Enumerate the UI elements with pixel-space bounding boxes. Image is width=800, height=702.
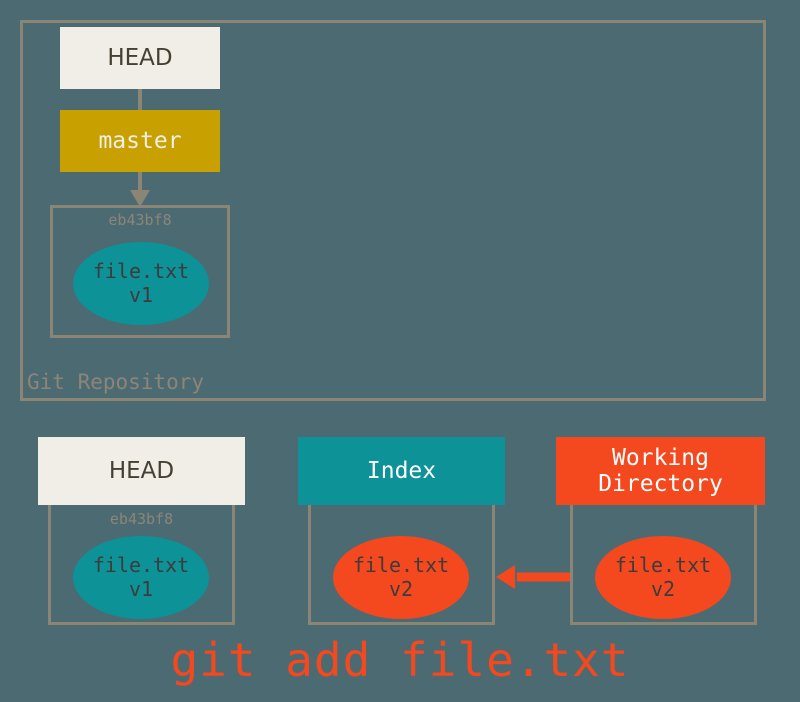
head-area-header[interactable]: HEAD [38,437,245,505]
head-area-blob-filename: file.txt [92,552,190,577]
repo-commit-sha: eb43bf8 [108,211,172,229]
command-caption: git add file.txt [170,633,630,687]
repo-commit-blob[interactable]: file.txt v1 [73,242,209,325]
index-area-header-label: Index [366,457,437,484]
repo-head-box[interactable]: HEAD [60,27,220,89]
working-directory-blob-filename: file.txt [614,552,712,577]
index-area-blob[interactable]: file.txt v2 [333,536,469,619]
working-directory-area-header[interactable]: Working Directory [556,437,765,505]
index-area-header[interactable]: Index [298,437,505,505]
git-repository-frame [20,20,766,401]
index-area-frame [308,502,495,625]
index-area-blob-filename: file.txt [352,552,450,577]
repo-branch-master-label: master [98,127,182,154]
working-directory-header-line1: Working [612,444,709,471]
head-area-header-label: HEAD [108,457,175,484]
repo-commit-blob-version: v1 [128,282,154,307]
head-area-blob[interactable]: file.txt v1 [73,536,209,619]
working-directory-header-line2: Directory [598,471,723,497]
index-area-blob-version: v2 [388,576,414,601]
arrow-master-to-commit [130,172,150,207]
arrow-working-to-index [496,565,573,589]
head-area-sha: eb43bf8 [109,510,174,528]
repo-commit-blob-filename: file.txt [92,258,190,283]
repo-commit-frame [50,205,230,338]
git-repository-label: Git Repository [27,370,205,394]
head-area-blob-version: v1 [128,576,154,601]
head-area-frame [48,502,235,625]
working-directory-area-blob[interactable]: file.txt v2 [595,536,731,619]
repo-branch-master-box[interactable]: master [60,110,220,172]
working-directory-area-frame [570,502,757,625]
working-directory-blob-version: v2 [650,576,676,601]
repo-head-label: HEAD [107,44,173,71]
arrow-head-to-master [138,89,142,110]
